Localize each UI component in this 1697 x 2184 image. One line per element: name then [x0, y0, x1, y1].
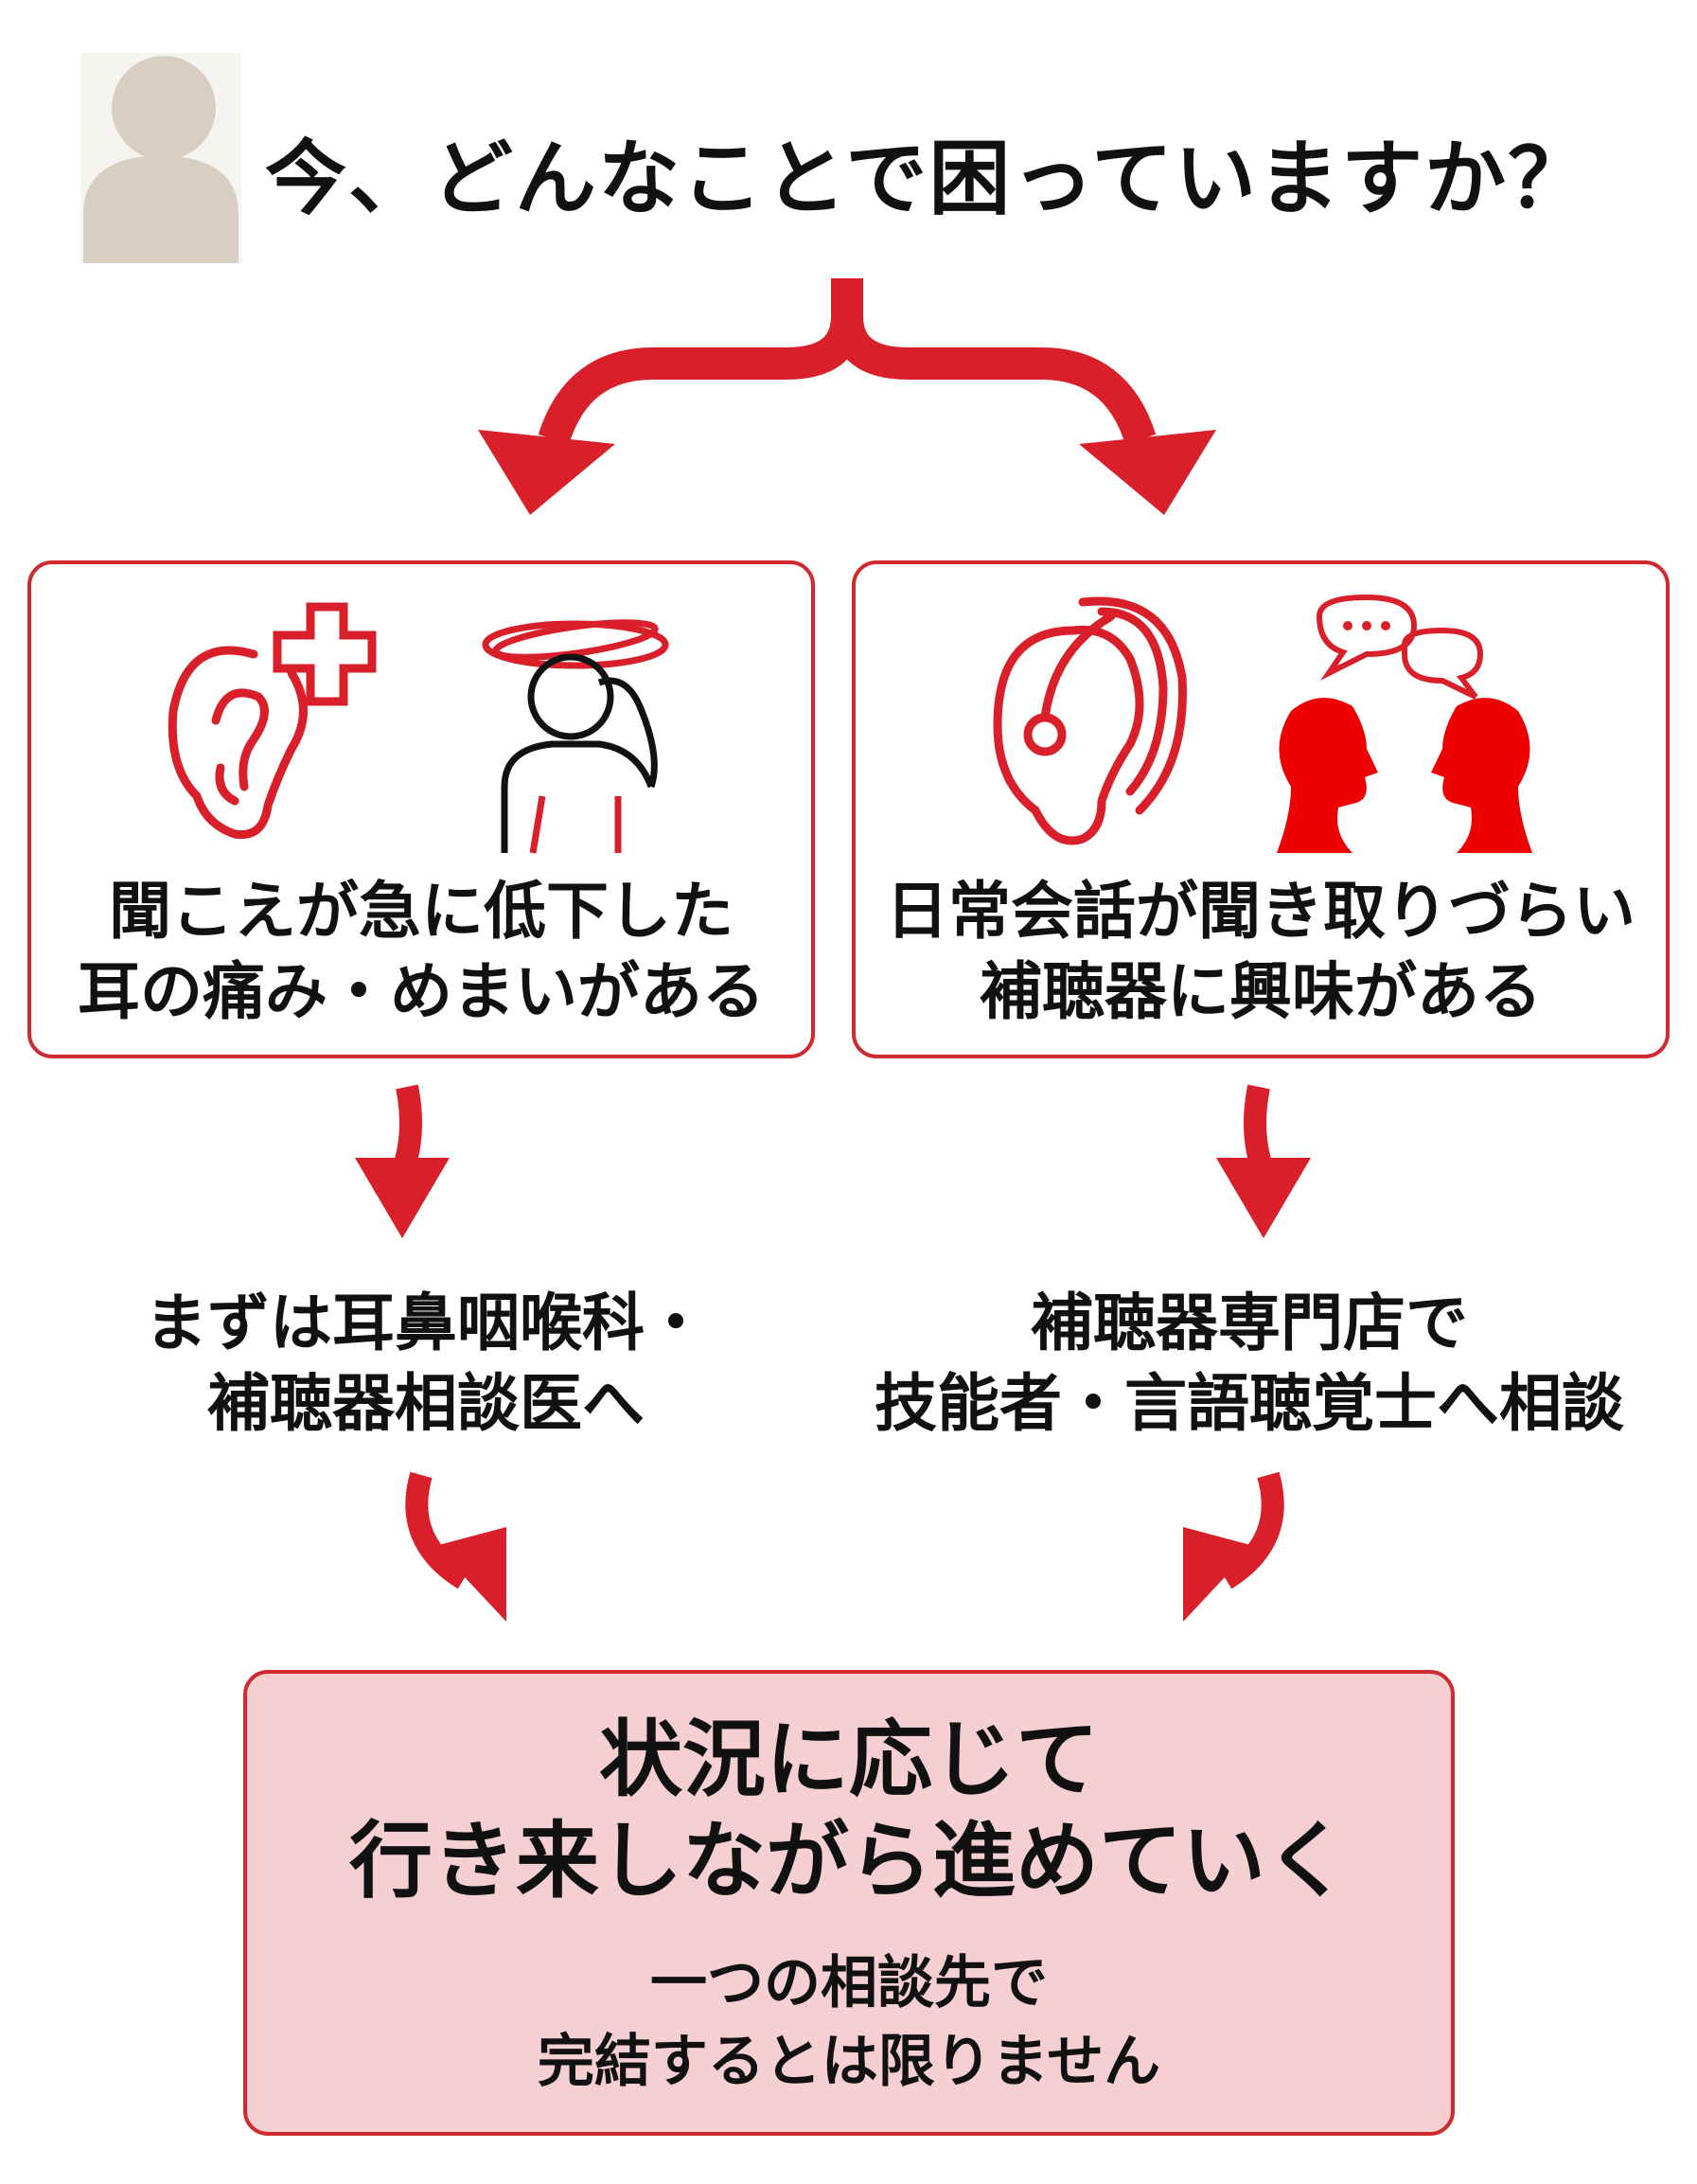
branch-text-line-2: 補聴器に興味がある — [980, 955, 1542, 1028]
conclusion-note-2: 完結するとは限りません — [537, 2029, 1161, 2095]
next-step-line-1: 補聴器専門店で — [1031, 1287, 1468, 1359]
conclusion-note-1: 一つの相談先で — [650, 1950, 1048, 2016]
next-step-line-1: まずは耳鼻咽喉科・ — [145, 1287, 707, 1359]
branch-text-line-1: 日常会話が聞き取りづらい — [886, 875, 1635, 948]
person-silhouette-icon — [80, 53, 241, 263]
down-arrow-left — [355, 1084, 450, 1238]
dizzy-person-icon — [482, 619, 669, 854]
next-step-line-2: 技能者・言語聴覚士へ相談 — [875, 1367, 1624, 1440]
branch-box-hearing-aid: 日常会話が聞き取りづらい 補聴器に興味がある — [852, 560, 1670, 1058]
page-title: 今、どんなことで困っていますか？ — [265, 132, 1592, 226]
next-step-right: 補聴器専門店で 技能者・言語聴覚士へ相談 — [833, 1283, 1666, 1444]
ear-plus-icon — [168, 602, 377, 840]
conclusion-box: 状況に応じて 行き来しながら進めていく 一つの相談先で 完結するとは限りません — [243, 1670, 1455, 2136]
next-step-left: まずは耳鼻咽喉科・ 補聴器相談医へ — [57, 1283, 795, 1444]
curved-arrow-right — [1183, 1471, 1284, 1622]
curved-arrow-left — [405, 1471, 506, 1622]
conclusion-headline-2: 行き来しながら進めていく — [348, 1812, 1349, 1909]
down-arrow-right — [1216, 1084, 1311, 1238]
split-arrow — [478, 278, 1216, 515]
hearing-aid-ear-icon — [993, 596, 1187, 845]
conclusion-headline-1: 状況に応じて — [598, 1711, 1099, 1808]
branch-box-urgent: 聞こえが急に低下した 耳の痛み・めまいがある — [27, 560, 815, 1058]
conversation-heads-icon — [1277, 594, 1532, 853]
branch-text-line-2: 耳の痛み・めまいがある — [78, 955, 765, 1028]
next-step-line-2: 補聴器相談医へ — [207, 1367, 645, 1440]
branch-text-line-1: 聞こえが急に低下した — [109, 875, 734, 948]
